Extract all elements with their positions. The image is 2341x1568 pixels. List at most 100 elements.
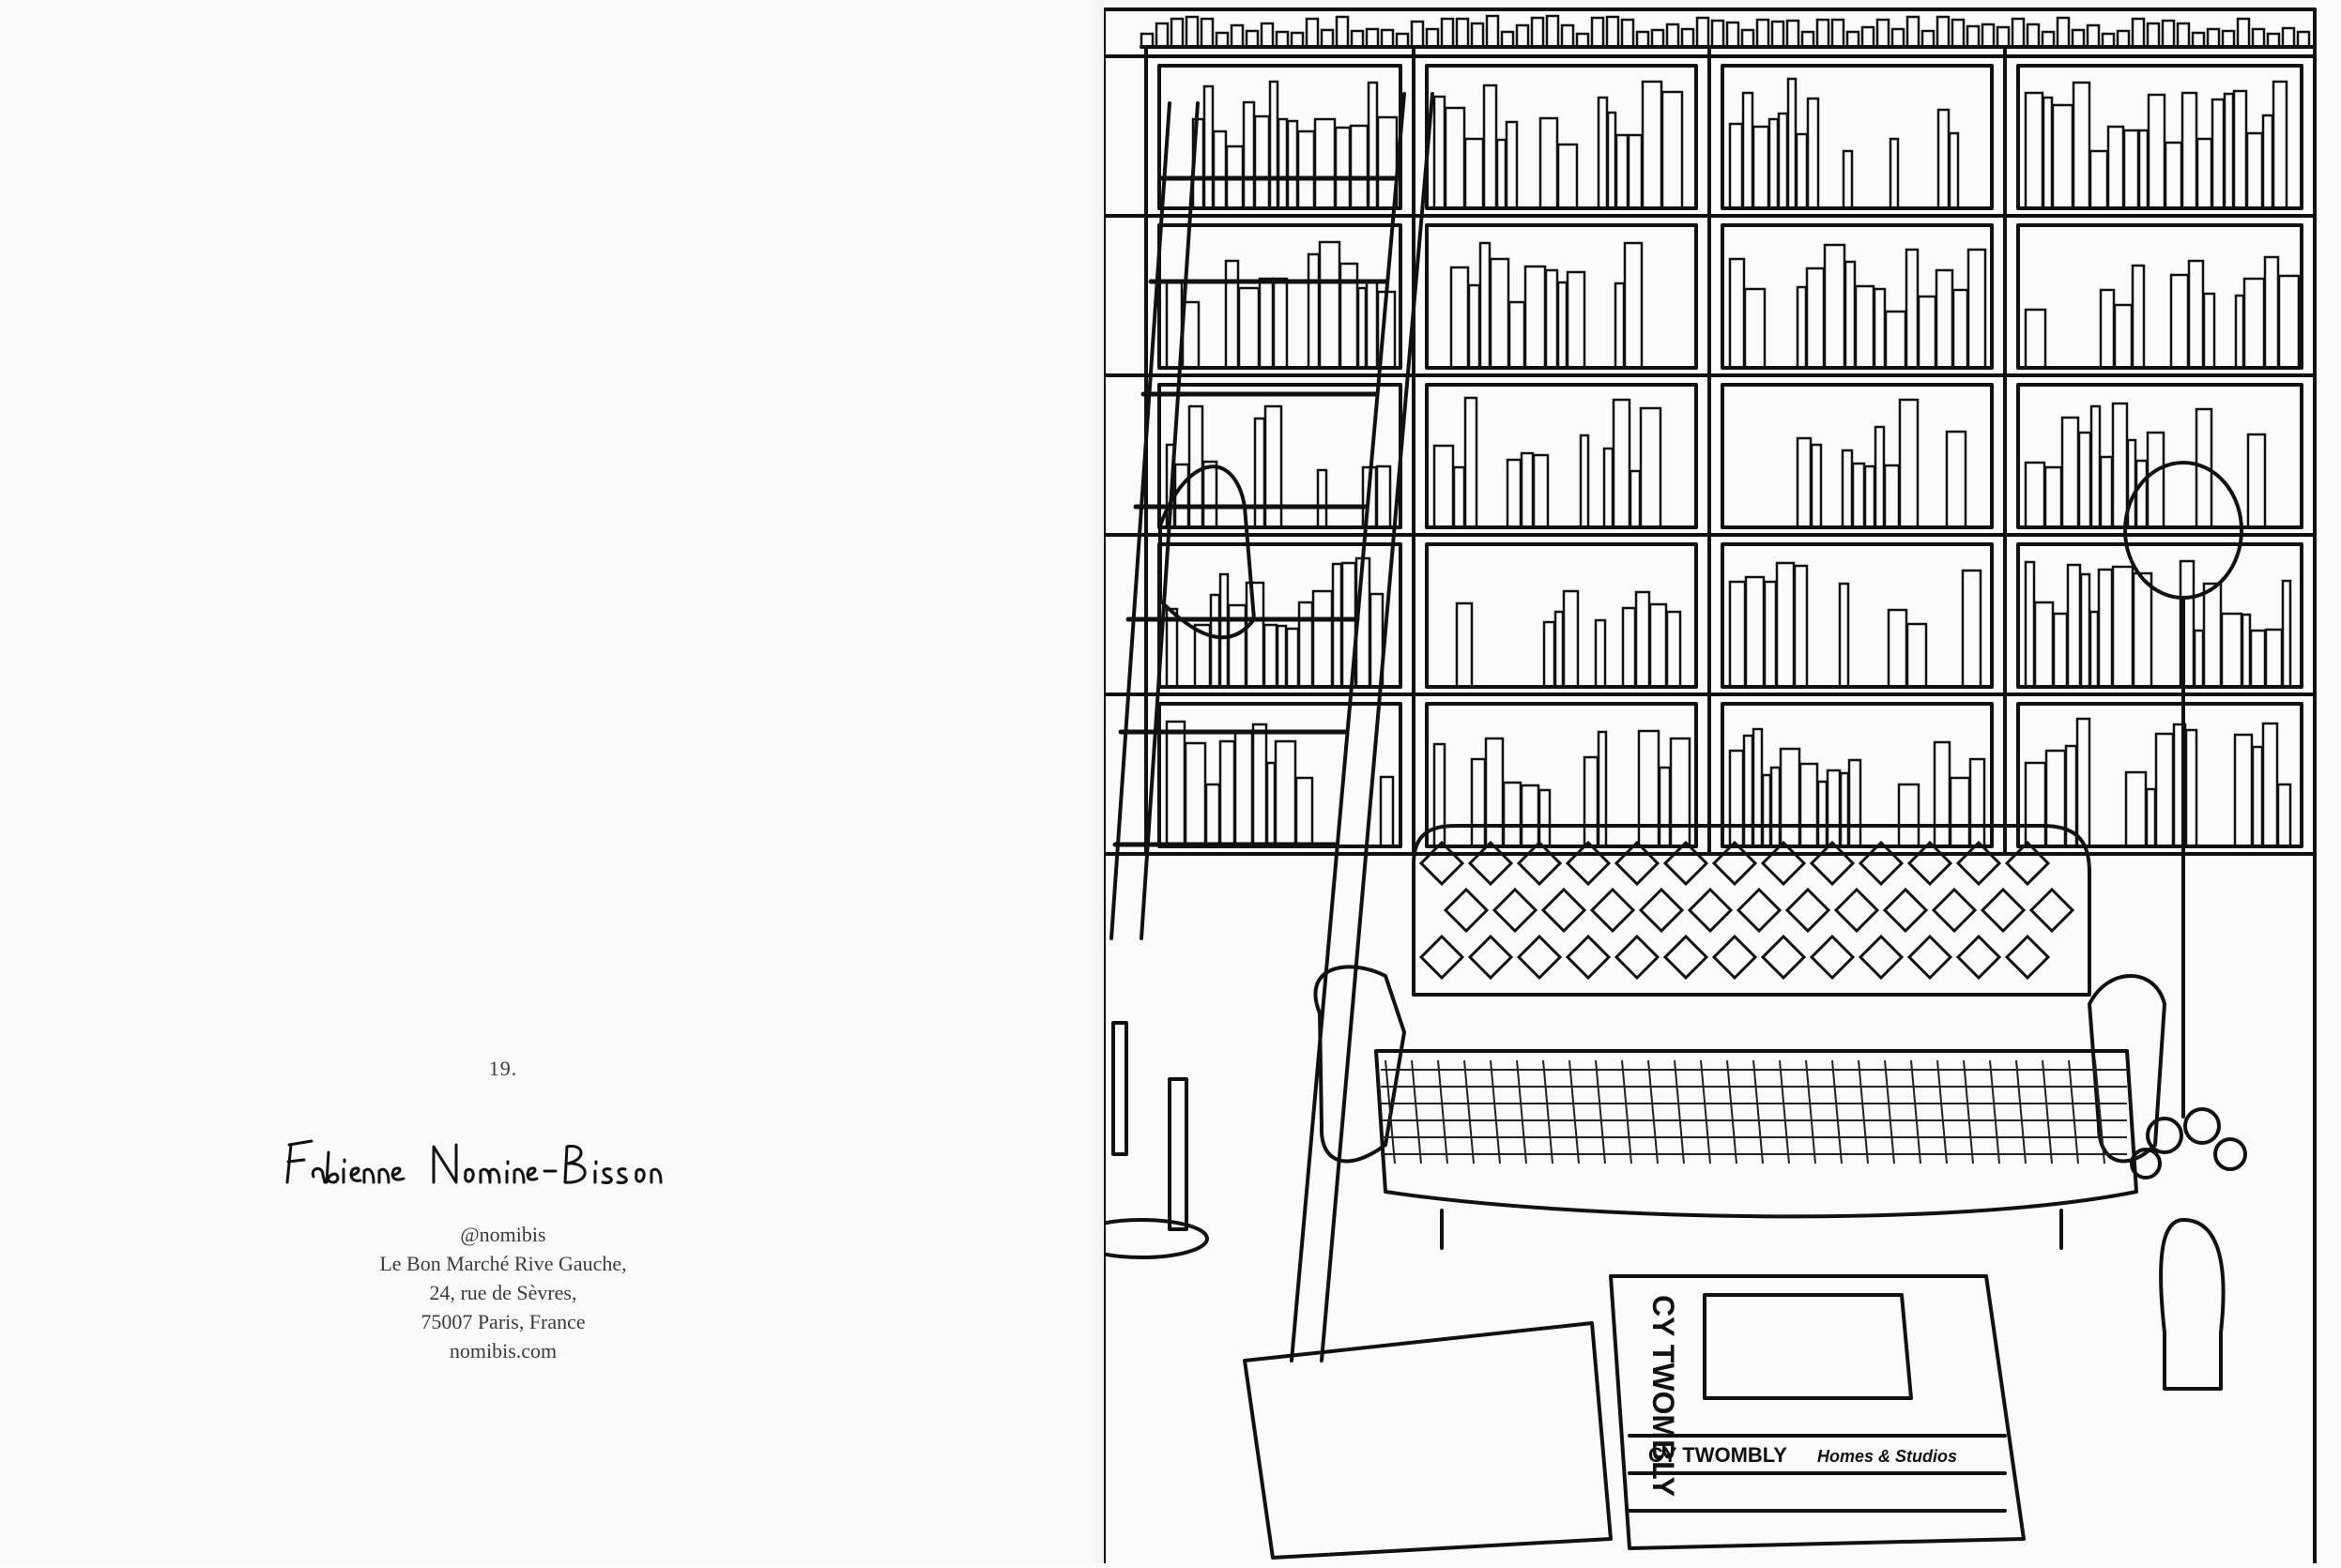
book-spine (1367, 81, 1379, 210)
sofa-tuft (1418, 934, 1465, 981)
candles (1074, 1021, 1209, 1259)
book-spine (2079, 572, 2091, 689)
shelf-cubby (2016, 702, 2303, 848)
book-spine (1935, 268, 1954, 370)
book-spine (1258, 277, 1275, 370)
plaid-line (1595, 1059, 1606, 1165)
book-spine (1770, 20, 1785, 49)
book-spine (2266, 32, 2281, 49)
shelf-cubby (2016, 64, 2303, 210)
book-spine (1253, 417, 1266, 529)
book-spine (2196, 137, 2213, 210)
book-spine (1452, 465, 1466, 529)
book-spine (1917, 295, 1937, 370)
sofa-tuft (1467, 840, 1514, 887)
book-spine (2072, 81, 2091, 210)
book-spine (2233, 733, 2254, 848)
book-spine (1410, 20, 1425, 49)
book-spine (1365, 281, 1379, 370)
book-spine (1728, 580, 1747, 689)
book-spine (1484, 737, 1505, 848)
sofa-tuft (1614, 934, 1660, 981)
book-spine (1432, 95, 1446, 210)
book-spine (2099, 455, 2114, 529)
instagram-handle: @nomibis (460, 1223, 546, 1246)
book-spine (2086, 23, 2101, 49)
book-spine (1444, 106, 1466, 210)
book-spine (1245, 581, 1265, 689)
sofa-tuft (2004, 934, 2051, 981)
book-spine (1538, 788, 1552, 848)
book-spine (1637, 729, 1660, 848)
book-spine (2097, 568, 2114, 689)
book-spine (1542, 620, 1556, 689)
book-spine (1478, 241, 1492, 370)
bookshelf-illustration: CY TWOMBLY CY TWOMBLY Homes & Studios (1074, 0, 2341, 1565)
store-name: Le Bon Marché Rive Gauche, (379, 1252, 627, 1275)
book-spine (1165, 720, 1186, 848)
book-spine (1545, 14, 1560, 49)
book-spine (1285, 627, 1300, 689)
book-spine (2193, 629, 2205, 689)
plaid-line (1542, 1059, 1553, 1165)
book-spine (2281, 26, 2296, 49)
book-spine (2126, 438, 2137, 529)
sofa-tuft (1882, 887, 1929, 934)
shelf-cubby (1721, 64, 1994, 210)
book-spine (2132, 571, 2153, 689)
book-spine (1887, 608, 1908, 689)
book-spine (1779, 747, 1801, 848)
website: nomibis.com (449, 1339, 558, 1362)
book-spine (1530, 16, 1545, 49)
plaid-line (1963, 1059, 1974, 1165)
book-spine (1669, 737, 1691, 848)
book-spine (2234, 294, 2245, 370)
book-spine (1209, 593, 1221, 689)
book-spine (2052, 612, 2069, 689)
book-spine (1335, 15, 1350, 49)
book-spine (1356, 286, 1368, 370)
book-spine (1455, 17, 1470, 49)
book-spine (1796, 436, 1813, 529)
book-spine (2176, 22, 2191, 49)
book-spine (2245, 131, 2264, 210)
sofa-tuft (1711, 934, 1758, 981)
book-spine (1728, 257, 1746, 370)
plaid-line (1726, 1059, 1737, 1165)
book-spine (2236, 17, 2251, 49)
book-spine (1560, 23, 1575, 49)
book-spine (1842, 149, 1854, 210)
sofa-tuft (1906, 934, 1953, 981)
book-spine (1810, 443, 1823, 529)
shelf-cubby (1425, 64, 1698, 210)
book-spine (1140, 32, 1155, 49)
book-spine (1816, 780, 1828, 848)
book-spine (1520, 784, 1540, 848)
book-spine (1968, 757, 1986, 848)
book-spine (1602, 447, 1614, 529)
book-spine (1485, 14, 1500, 49)
book-spine (1875, 18, 1890, 49)
book-spine (2033, 601, 2055, 689)
sofa-tuft (1931, 887, 1978, 934)
book-spine (1823, 243, 1846, 370)
book-spine (1440, 17, 1455, 49)
book-spine (1777, 112, 1789, 210)
shelf-cubby (2016, 542, 2303, 689)
plaid-line (2094, 1059, 2105, 1165)
book-spine (2242, 277, 2266, 370)
book-spine (1237, 286, 1261, 370)
book-spine (2232, 89, 2248, 210)
book-spine (1752, 125, 1770, 210)
book-spine (1890, 27, 1905, 49)
plaid-line (2042, 1059, 2053, 1165)
book-spine (1286, 119, 1299, 210)
book-spine (1845, 30, 1860, 49)
book-spine (2113, 303, 2134, 370)
book-spine (2220, 612, 2243, 689)
book-spine (1763, 580, 1778, 689)
book-spine (1556, 143, 1579, 210)
book-spine (1380, 28, 1395, 49)
plaid-line (1700, 1059, 1711, 1165)
